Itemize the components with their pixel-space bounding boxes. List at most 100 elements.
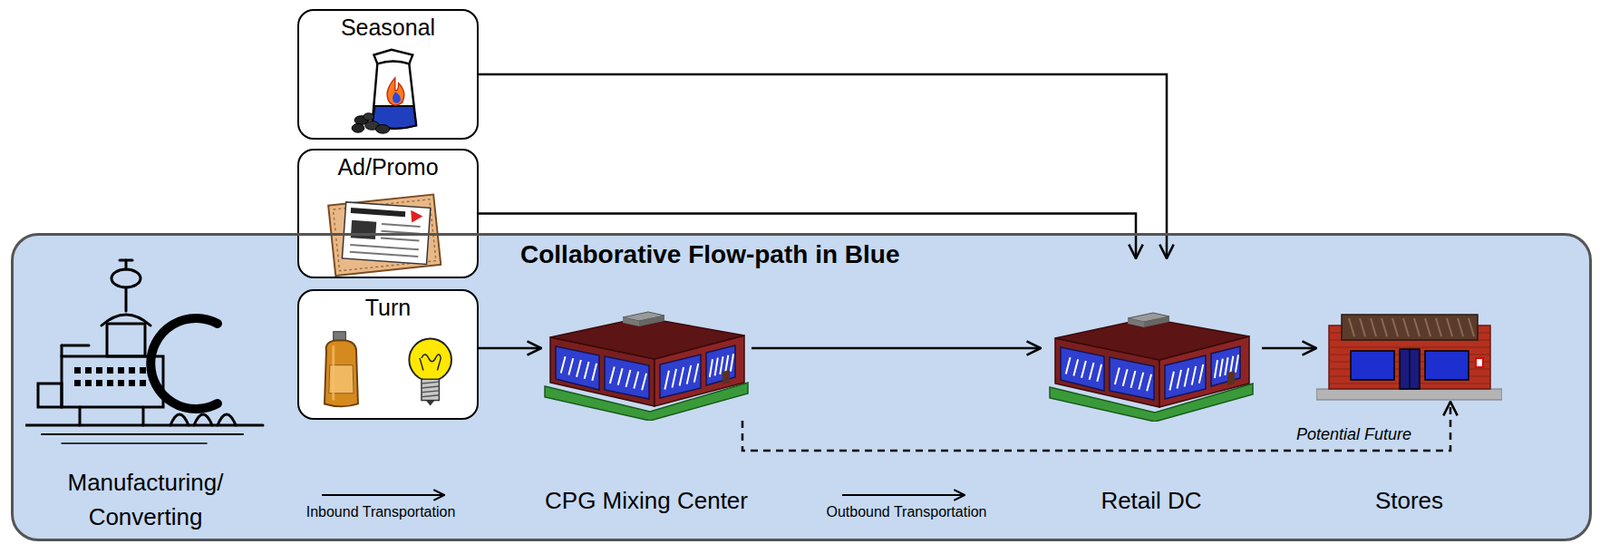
drawing-part	[1081, 360, 1087, 379]
node-label: Stores	[1318, 486, 1501, 515]
collaborative-band: Collaborative Flow-path in BlueManufactu…	[10, 232, 1592, 542]
drawing-part	[639, 315, 665, 327]
outbound-arrow	[842, 494, 965, 496]
drawing-part	[1096, 364, 1102, 382]
drawing-part	[170, 414, 189, 426]
drawing-part	[679, 367, 685, 387]
drawing-part	[1073, 358, 1078, 376]
edge-label: Potential Future	[1294, 425, 1414, 445]
inbound-arrow	[321, 494, 445, 496]
drawing-part	[725, 355, 728, 374]
mixing-center-node: CPG Mixing Center	[541, 299, 752, 421]
drawing-part	[96, 379, 103, 387]
node-illustration	[1040, 258, 1262, 422]
drawing-part	[719, 356, 723, 375]
drawing-part	[1381, 318, 1387, 337]
drawing-part	[372, 60, 417, 128]
drawing-part	[106, 367, 114, 374]
drawing-part	[61, 344, 89, 348]
drawing-part	[1177, 369, 1183, 389]
drawing-part	[730, 353, 734, 371]
drawing-part	[217, 414, 236, 426]
node-illustration	[1316, 312, 1503, 402]
drawing-part	[74, 379, 81, 387]
band-fill	[12, 234, 1591, 541]
drawing-part	[125, 287, 128, 311]
drawing-part	[380, 238, 420, 242]
flow-arrow	[478, 74, 1167, 259]
drawing-part	[1060, 347, 1105, 391]
drawing-part	[421, 381, 439, 384]
drawing-part	[421, 378, 439, 400]
drawing-part	[1146, 374, 1152, 392]
drawing-part	[591, 363, 597, 381]
drawing-part	[1131, 370, 1136, 388]
drawing-part	[1115, 367, 1120, 385]
drawing-part	[324, 339, 359, 407]
drawing-part	[363, 113, 375, 121]
drawing-part	[350, 207, 407, 217]
drawing-part	[610, 366, 615, 384]
drawing-part	[1127, 318, 1145, 328]
drawing-part	[1350, 350, 1395, 380]
drawing-part	[1214, 359, 1218, 379]
drawing-part	[38, 383, 62, 408]
drawing-part	[142, 407, 146, 426]
drawing-part	[331, 345, 335, 400]
drawing-part	[421, 390, 439, 393]
flow-arrow	[1261, 347, 1317, 350]
drawing-part	[544, 311, 748, 421]
box-label: Seasonal	[299, 14, 477, 41]
drawing-part	[41, 433, 243, 436]
drawing-part	[659, 354, 701, 398]
drawing-part	[381, 223, 421, 227]
drawing-part	[1435, 318, 1442, 337]
drawing-part	[1184, 368, 1190, 388]
drawing-part	[555, 346, 600, 390]
drawing-part	[1144, 316, 1170, 328]
drawing-part	[633, 371, 639, 389]
drawing-part	[25, 260, 263, 444]
ad-promo-box: Ad/Promo	[297, 148, 479, 279]
drawing-part	[1227, 370, 1235, 386]
drawing-part	[106, 323, 146, 357]
drawing-part	[1409, 349, 1411, 389]
flow-arrow	[751, 347, 1041, 350]
drawing-part	[1199, 364, 1204, 384]
drawing-part	[74, 367, 81, 374]
drawing-part	[1446, 318, 1453, 337]
drawing-part	[421, 386, 439, 388]
drawing-part	[641, 373, 647, 391]
drawing-part	[85, 379, 92, 387]
drawing-part	[1224, 357, 1228, 376]
drawing-part	[1425, 318, 1431, 337]
drawing-part	[78, 407, 82, 426]
node-illustration	[25, 254, 266, 449]
drawing-part	[622, 317, 640, 327]
drawing-part	[85, 367, 92, 374]
drawing-part	[117, 379, 125, 387]
drawing-part	[101, 314, 151, 326]
drawing-part	[1164, 355, 1206, 399]
drawing-part	[664, 370, 670, 390]
drawing-part	[722, 369, 730, 385]
drawing-part	[150, 318, 218, 409]
drawing-part	[1066, 357, 1071, 374]
drawing-part	[128, 367, 136, 374]
node-illustration	[541, 299, 752, 421]
drawing-part	[351, 123, 365, 133]
drawing-part	[1230, 356, 1233, 375]
drawing-part	[1475, 358, 1484, 368]
drawing-part	[1425, 350, 1469, 380]
drawing-part	[706, 345, 736, 386]
drawing-part	[96, 367, 103, 374]
drawing-part	[672, 368, 678, 388]
turn-box: Turn	[297, 289, 479, 420]
drawing-part	[349, 244, 419, 250]
drawing-part	[1328, 347, 1491, 349]
drawing-part	[333, 331, 347, 341]
drawing-part	[117, 367, 125, 374]
